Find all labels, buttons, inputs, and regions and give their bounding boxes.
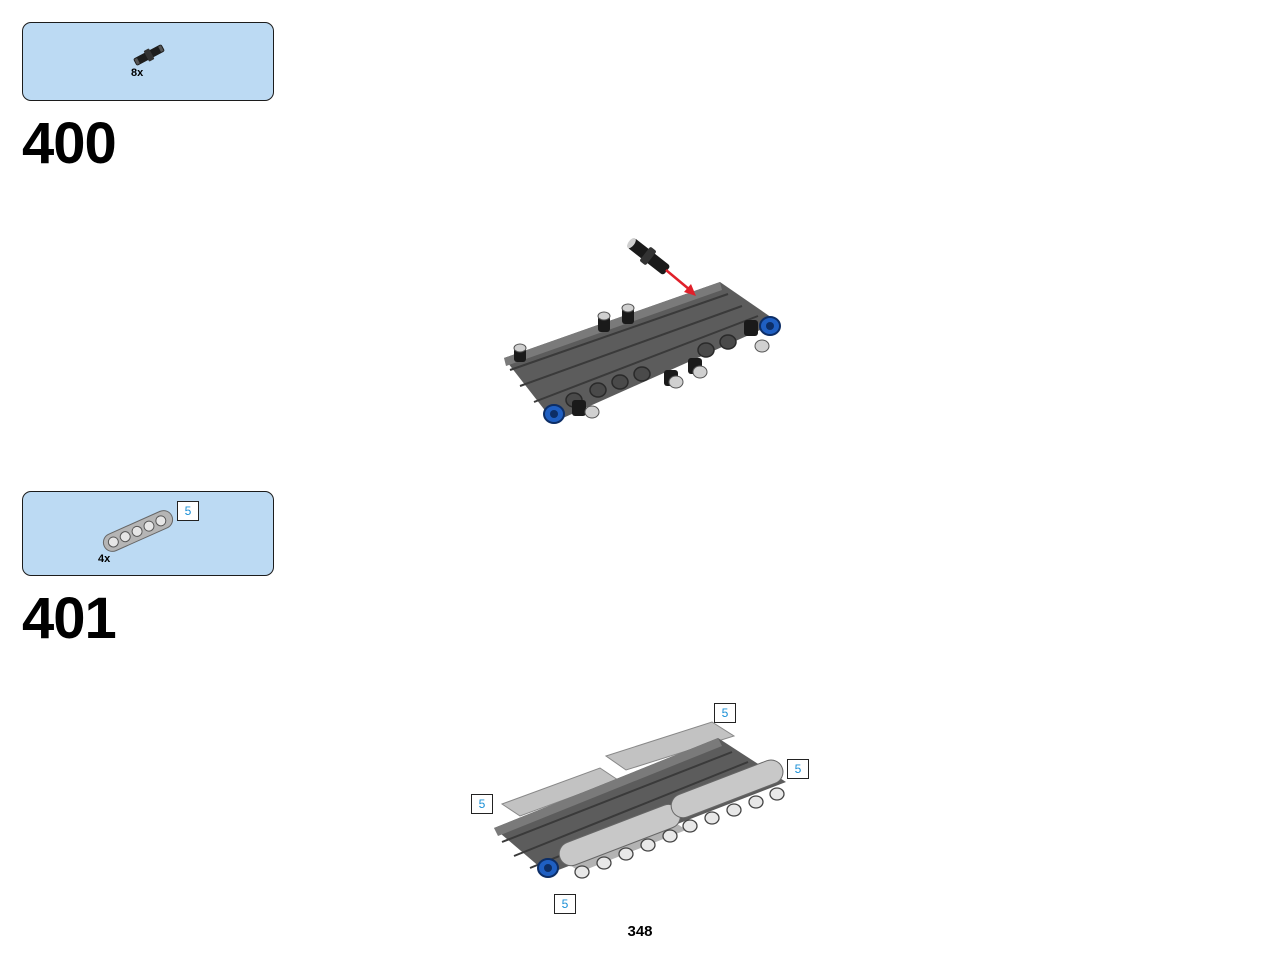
step-number-400: 400: [22, 111, 117, 176]
part-quantity: 8x: [131, 67, 144, 79]
insert-arrow: [665, 269, 691, 291]
parts-list-panel-step-400: 8x: [22, 22, 274, 101]
liftarm-5-icon: [102, 510, 174, 552]
length-callout-bottom: 5: [554, 894, 576, 914]
length-callout-right: 5: [787, 759, 809, 779]
length-callout-top: 5: [714, 703, 736, 723]
part-length-callout: 5: [177, 501, 199, 521]
length-callout-left: 5: [471, 794, 493, 814]
step-400-assembly-illustration: [504, 237, 781, 424]
parts-list-panel-step-401: 5 4x: [22, 491, 274, 576]
step-number-401: 401: [22, 586, 117, 651]
friction-axle-pin-icon: [133, 44, 165, 66]
page-number: 348: [627, 923, 653, 940]
part-quantity: 4x: [98, 553, 111, 565]
step-401-assembly-illustration: [494, 721, 786, 879]
